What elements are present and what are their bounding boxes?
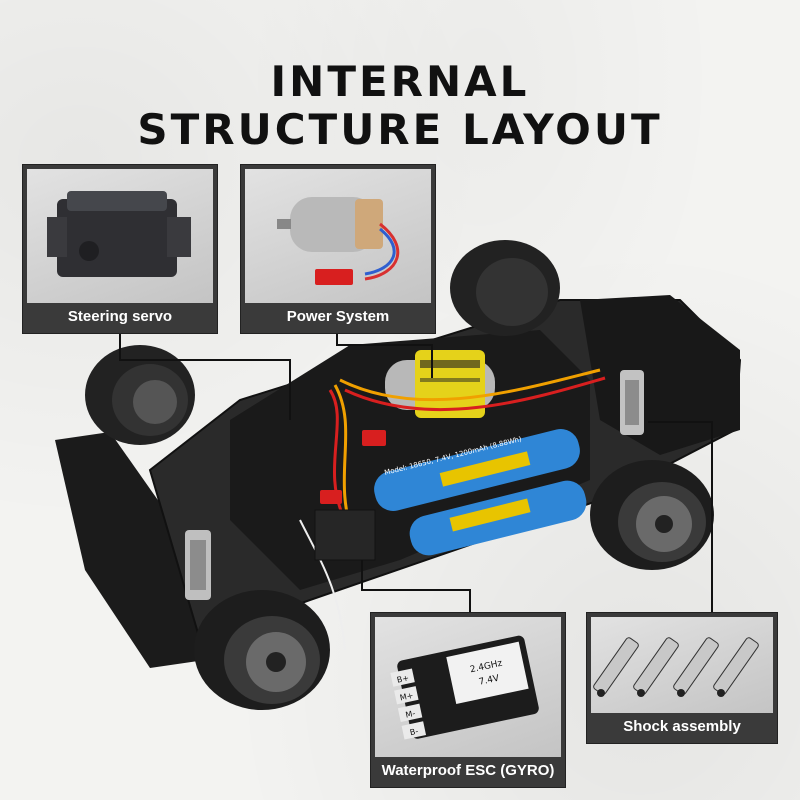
front-shock-illustration bbox=[185, 530, 211, 600]
front-bumper bbox=[55, 432, 205, 668]
connector-red-2 bbox=[320, 490, 342, 504]
esc-on-chassis bbox=[314, 509, 376, 561]
shock-assembly-image bbox=[591, 617, 773, 713]
power-system-label: Power System bbox=[286, 308, 390, 325]
esc-voltage-text: 7.4V bbox=[478, 673, 501, 687]
esc-pin-m-minus: M- bbox=[405, 709, 417, 720]
esc-icon: B+ M+ M- B- 2.4GHz 7.4V bbox=[390, 635, 539, 740]
leader-lines bbox=[119, 332, 713, 612]
esc-pin-b-plus: B+ bbox=[396, 673, 410, 684]
waterproof-esc-callout: B+ M+ M- B- 2.4GHz 7.4V Waterproof ESC (… bbox=[370, 612, 566, 788]
battery-pack-illustration bbox=[374, 429, 587, 556]
waterproof-esc-image: B+ M+ M- B- 2.4GHz 7.4V bbox=[375, 617, 561, 757]
waterproof-esc-label: Waterproof ESC (GYRO) bbox=[381, 762, 555, 779]
esc-pin-b-minus: B- bbox=[409, 727, 419, 738]
esc-pin-m-plus: M+ bbox=[399, 691, 414, 703]
shock-assembly-label: Shock assembly bbox=[623, 718, 741, 735]
motor-icon bbox=[277, 197, 400, 285]
shock-icon bbox=[593, 637, 759, 697]
page-title-line2: STRUCTURE LAYOUT bbox=[137, 105, 663, 154]
wheel-front-right bbox=[194, 590, 330, 710]
rear-shock-illustration bbox=[620, 370, 644, 435]
wheel-front-left bbox=[85, 345, 195, 445]
steering-servo-image bbox=[27, 169, 213, 303]
power-system-callout: Power System bbox=[240, 164, 436, 334]
steering-servo-callout: Steering servo bbox=[22, 164, 218, 334]
wheel-rear-right bbox=[590, 460, 714, 570]
page-title-line1: INTERNAL bbox=[270, 57, 530, 106]
power-system-image bbox=[245, 169, 431, 303]
servo-icon bbox=[47, 191, 191, 277]
wheel-rear-left bbox=[450, 240, 560, 336]
shock-assembly-callout: Shock assembly bbox=[586, 612, 778, 744]
steering-servo-label: Steering servo bbox=[67, 308, 173, 325]
connector-red bbox=[362, 430, 386, 446]
